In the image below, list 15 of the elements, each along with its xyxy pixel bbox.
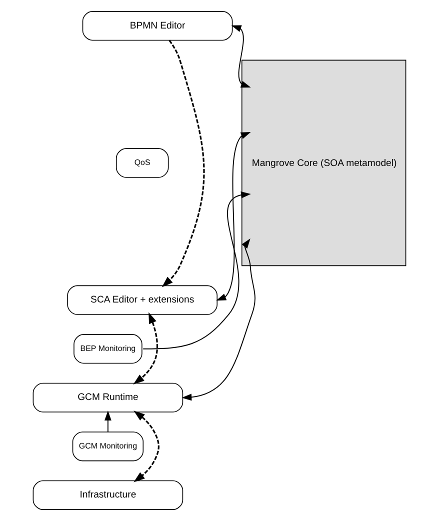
arrow bbox=[161, 40, 204, 288]
node-box: SCA Editor + extensions bbox=[66, 285, 217, 315]
node-box: BEP Monitoring bbox=[73, 334, 142, 364]
arrow bbox=[132, 312, 158, 385]
arrow bbox=[230, 25, 250, 88]
arrow bbox=[133, 410, 159, 482]
node-box: BPMN Editor bbox=[82, 11, 232, 41]
arrow bbox=[181, 238, 255, 401]
node-box: Infrastructure bbox=[32, 480, 183, 510]
node-box: GCM Monitoring bbox=[72, 432, 144, 462]
arrow bbox=[142, 191, 250, 350]
arrow bbox=[216, 132, 250, 301]
arrow bbox=[104, 410, 111, 432]
node-box: GCM Runtime bbox=[32, 382, 183, 412]
node-box: QoS bbox=[115, 148, 168, 178]
